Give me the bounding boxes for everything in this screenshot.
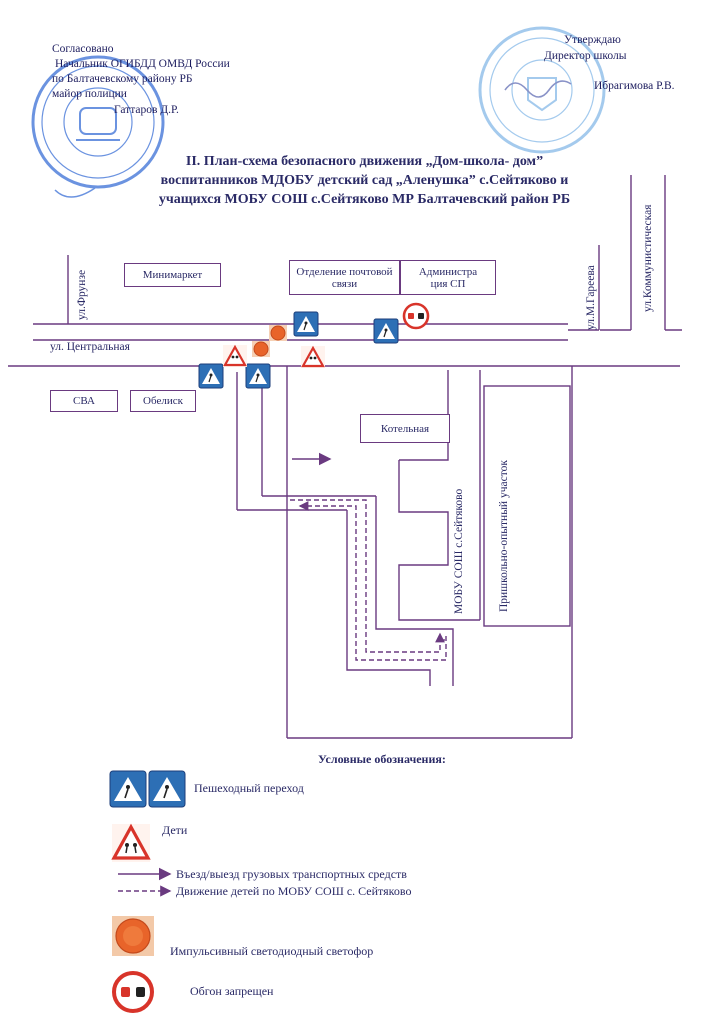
left-stamp	[31, 55, 165, 198]
approval-left-line5: Гаттаров Д.Р.	[114, 104, 179, 116]
traffic-light-map-2	[252, 341, 270, 357]
building-boiler: Котельная	[360, 414, 450, 443]
legend-no-overtaking-label: Обгон запрещен	[190, 984, 274, 998]
building-obelisk: Обелиск	[130, 390, 196, 412]
approval-right-line1: Утверждаю	[564, 34, 621, 46]
building-minimarket: Минимаркет	[124, 263, 221, 287]
legend-children-icon	[111, 823, 151, 862]
legend-truck-route-label: Въезд/выезд грузовых транспортных средст…	[176, 867, 407, 881]
legend-crossing-icon-2	[148, 770, 186, 808]
approval-left-line2: Начальник ОГИБДД ОМВД России	[55, 58, 230, 70]
legend-title: Условные обозначения:	[318, 752, 446, 766]
children-route	[290, 499, 447, 661]
children-sign-1	[223, 344, 247, 367]
approval-left-line4: майор полиции	[52, 88, 127, 100]
title-line2: воспитанников МДОБУ детский сад „Аленушк…	[160, 173, 569, 188]
title-line3: учащихся МОБУ СОШ с.Сейтяково МР Балтаче…	[158, 192, 571, 207]
building-sva: СВА	[50, 390, 118, 412]
legend-traffic-light-icon	[112, 916, 154, 956]
school-lane	[236, 372, 376, 511]
school-building-outline	[398, 370, 571, 627]
approval-left-line1: Согласовано	[52, 43, 114, 55]
no-overtaking-sign-map	[402, 302, 430, 330]
traffic-light-map-1	[269, 325, 287, 341]
title-line1: II. План-схема безопасного движения „Дом…	[185, 154, 544, 169]
legend-traffic-light-label: Импульсивный светодиодный светофор	[170, 944, 374, 958]
legend-children-route-label: Движение детей по МОБУ СОШ с. Сейтяково	[176, 884, 412, 898]
legend-crossing-icon-1	[109, 770, 147, 808]
inner-road	[346, 496, 454, 686]
pedestrian-crossing-sign-2	[373, 318, 399, 344]
building-administration: Администра ция СП	[400, 260, 496, 295]
approval-right-line2: Директор школы	[544, 50, 627, 62]
legend-crossing-label: Пешеходный переход	[194, 781, 304, 795]
children-sign-2	[301, 345, 325, 368]
building-post-office: Отделение почтовой связи	[289, 260, 400, 295]
right-stamp	[478, 26, 606, 154]
pedestrian-crossing-sign-1	[293, 311, 319, 337]
street-tsentralnaya-label: ул. Центральная	[50, 341, 130, 353]
side-streets	[67, 175, 682, 331]
legend-no-overtaking-icon	[112, 971, 154, 1013]
pedestrian-crossing-sign-3	[198, 363, 224, 389]
approval-right-line3: Ибрагимова Р.В.	[594, 80, 675, 92]
pedestrian-crossing-sign-4	[245, 363, 271, 389]
school-perimeter	[286, 366, 573, 739]
approval-left-line3: по Балтачевскому району РБ	[52, 73, 193, 85]
legend-children-label: Дети	[162, 823, 188, 837]
